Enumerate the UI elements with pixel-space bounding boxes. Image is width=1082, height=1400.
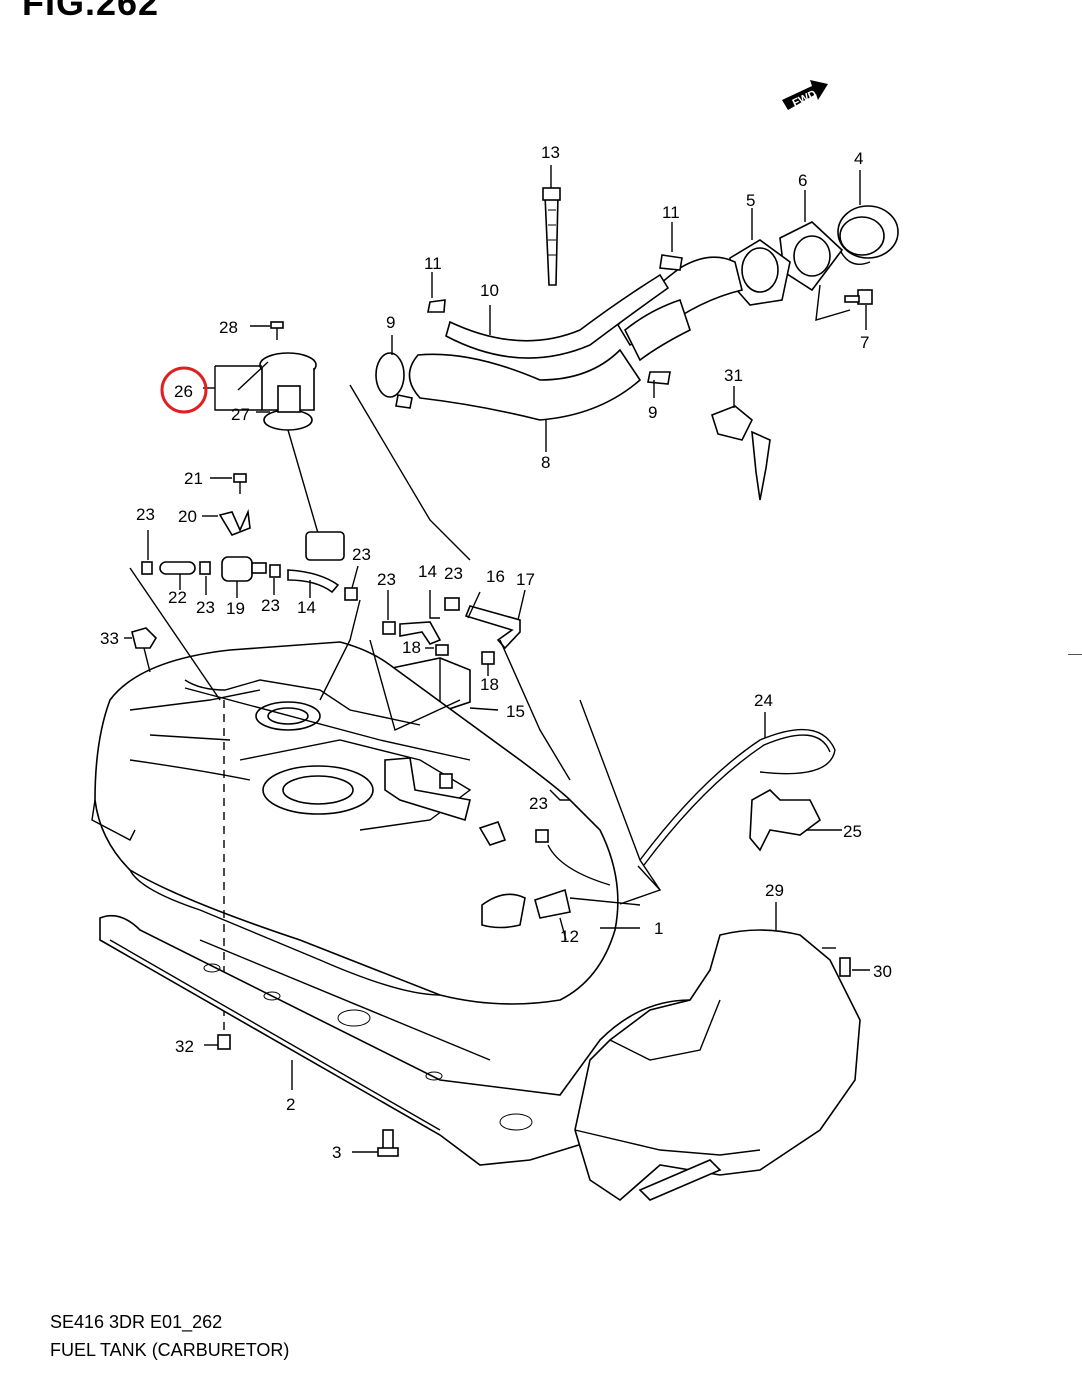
callout-28: 28 (219, 318, 238, 337)
callout-10: 10 (480, 281, 499, 300)
callout-15: 15 (506, 702, 525, 721)
leader-lines (129, 384, 661, 929)
callout-23-b: 23 (196, 598, 215, 617)
callout-7: 7 (860, 333, 869, 352)
callout-23-c: 23 (261, 596, 280, 615)
callout-23-e: 23 (377, 570, 396, 589)
callout-4: 4 (854, 149, 863, 168)
callout-17: 17 (516, 570, 535, 589)
callout-5: 5 (746, 191, 755, 210)
edge-mark (1068, 654, 1082, 655)
model-code: SE416 3DR E01_262 (50, 1312, 223, 1332)
callout-3: 3 (332, 1143, 341, 1162)
callout-25: 25 (843, 822, 862, 841)
callout-9-lower: 9 (648, 403, 657, 422)
callout-1: 1 (654, 919, 663, 938)
callout-23-a: 23 (136, 505, 155, 524)
callout-24: 24 (754, 691, 773, 710)
callout-30: 30 (873, 962, 892, 981)
small-bolt-part (210, 473, 247, 494)
under-tray-part (99, 914, 701, 1166)
callout-23-g: 23 (529, 794, 548, 813)
figure-title: FIG.262 (22, 0, 160, 23)
callout-14-left: 14 (297, 598, 316, 617)
vent-pipe-part (639, 712, 842, 866)
callout-29: 29 (765, 881, 784, 900)
callout-14-right: 14 (418, 562, 437, 581)
tank-bolt-part (124, 627, 231, 1050)
fuel-tank-part (91, 641, 662, 1005)
callout-12: 12 (560, 927, 579, 946)
callout-33: 33 (100, 629, 119, 648)
fwd-label: FWD (791, 88, 819, 109)
tray-bolt-part (352, 1129, 399, 1157)
figure-name: FUEL TANK (CARBURETOR) (50, 1340, 290, 1360)
callout-2: 2 (286, 1095, 295, 1114)
fuel-pump-part (203, 321, 345, 561)
callout-19: 19 (226, 599, 245, 618)
heat-shield-part (574, 902, 870, 1202)
fwd-arrow-icon: FWD (782, 80, 828, 110)
callout-9-upper: 9 (386, 313, 395, 332)
breather-hose-part (445, 273, 670, 359)
callout-32: 32 (175, 1037, 194, 1056)
strap-part (542, 165, 561, 286)
bracket-part (202, 509, 251, 536)
filler-neck-part (617, 208, 791, 362)
highlight-circle (160, 366, 208, 414)
callout-23-d: 23 (352, 545, 371, 564)
filter-line-part (141, 530, 359, 601)
bolt-part (815, 284, 873, 330)
callout-8: 8 (541, 453, 550, 472)
callout-23-f: 23 (444, 564, 463, 583)
callout-13: 13 (541, 143, 560, 162)
callout-6: 6 (798, 171, 807, 190)
callout-20: 20 (178, 507, 197, 526)
callout-16: 16 (486, 567, 505, 586)
gasket-part (779, 190, 844, 292)
callout-27: 27 (231, 405, 250, 424)
callout-11-right: 11 (662, 203, 680, 222)
callout-18-left: 18 (402, 638, 421, 657)
clamp-part (391, 222, 683, 409)
callout-31: 31 (724, 366, 743, 385)
callout-26: 26 (174, 382, 193, 401)
callout-21: 21 (184, 469, 203, 488)
callout-11-left: 11 (424, 254, 442, 273)
callout-22: 22 (168, 588, 187, 607)
filler-hose-part (375, 348, 642, 452)
filler-cap-part (837, 170, 899, 265)
callout-18-right: 18 (480, 675, 499, 694)
lock-part (711, 386, 771, 501)
callout-labels: 1 2 3 4 5 6 7 8 9 9 10 11 11 12 13 14 14… (100, 143, 892, 1162)
